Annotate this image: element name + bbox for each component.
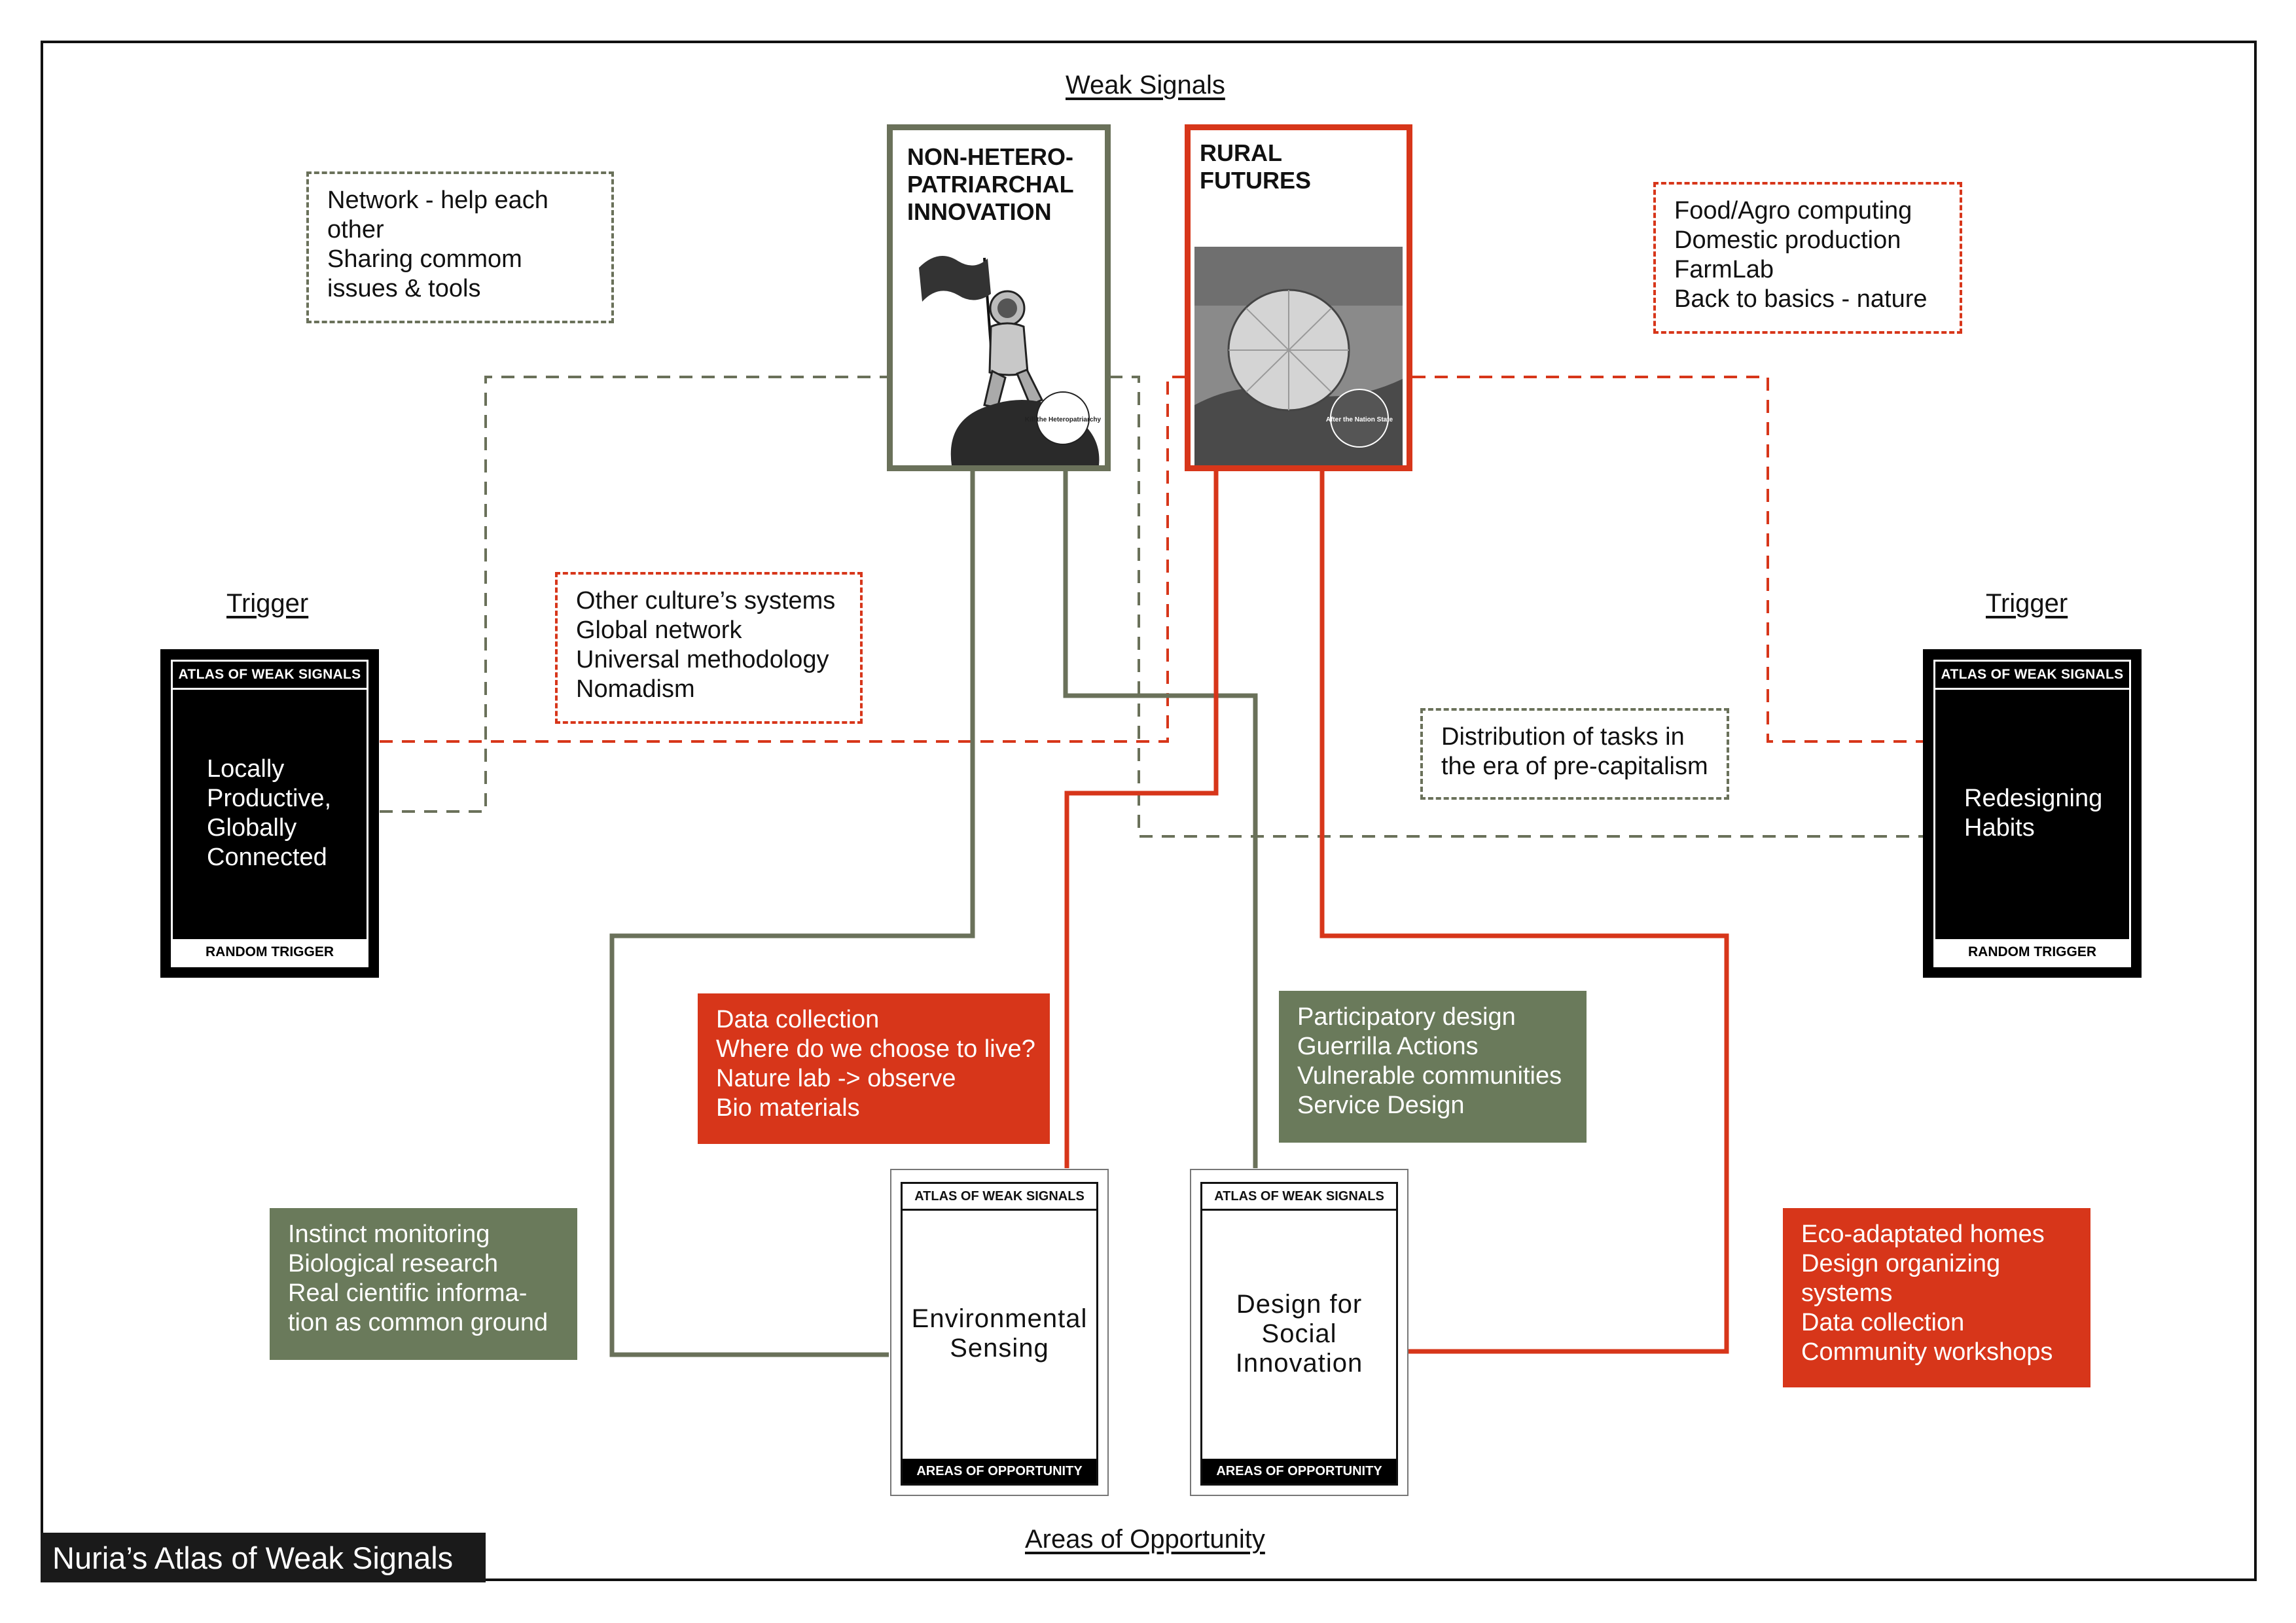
solid-link-red-social (1319, 471, 1729, 1354)
weak-signals-title: Weak Signals (1066, 71, 1225, 99)
card-body: Environmental Sensing (911, 1304, 1088, 1363)
card-body: Design for Social Innovation (1235, 1289, 1363, 1378)
weak-signal-card-non-hetero-patriarchal[interactable]: NON-HETERO- PATRIARCHAL INNOVATION Kill … (887, 124, 1111, 471)
note-participatory: Participatory design Guerrilla Actions V… (1279, 991, 1587, 1143)
card-header: ATLAS OF WEAK SIGNALS (903, 1184, 1096, 1211)
card-title: RURAL FUTURES (1200, 139, 1311, 194)
card-footer: RANDOM TRIGGER (1935, 939, 2129, 965)
note-food-agro: Food/Agro computing Domestic production … (1653, 182, 1962, 334)
note-eco-homes: Eco-adaptated homes Design organizing sy… (1783, 1208, 2090, 1387)
diagram-frame (41, 41, 2257, 1581)
trigger-card-redesigning-habits[interactable]: ATLAS OF WEAK SIGNALS Redesigning Habits… (1923, 649, 2142, 978)
note-data-collection: Data collection Where do we choose to li… (698, 993, 1050, 1144)
card-footer: AREAS OF OPPORTUNITY (1202, 1459, 1396, 1484)
areas-of-opportunity-title: Areas of Opportunity (1025, 1525, 1265, 1554)
card-header: ATLAS OF WEAK SIGNALS (1935, 662, 2129, 690)
svg-text:After the Nation State: After the Nation State (1326, 416, 1393, 423)
card-body: Locally Productive, Globally Connected (207, 755, 332, 871)
weak-signal-card-rural-futures[interactable]: RURAL FUTURES After the Nation State (1185, 124, 1412, 471)
dashed-link-red-right (1412, 376, 1923, 743)
card-footer: RANDOM TRIGGER (173, 939, 367, 965)
note-instinct: Instinct monitoring Biological research … (270, 1208, 577, 1360)
card-body: Redesigning Habits (1964, 785, 2103, 842)
atlas-title-label: Nuria’s Atlas of Weak Signals (41, 1533, 486, 1582)
trigger-card-locally-productive[interactable]: ATLAS OF WEAK SIGNALS Locally Productive… (160, 649, 379, 978)
geodesic-dome-illustration: After the Nation State (1194, 247, 1403, 465)
astronaut-flag-illustration: Kill the Heteropatriarchy (919, 256, 1102, 465)
trigger-title-left: Trigger (226, 589, 309, 618)
solid-link-red-env (1064, 471, 1219, 1168)
card-footer: AREAS OF OPPORTUNITY (903, 1459, 1096, 1484)
dashed-link-green-left (380, 376, 893, 813)
card-header: ATLAS OF WEAK SIGNALS (1202, 1184, 1396, 1211)
area-card-environmental-sensing[interactable]: ATLAS OF WEAK SIGNALS Environmental Sens… (890, 1169, 1109, 1496)
note-network: Network - help each other Sharing commom… (306, 171, 614, 323)
card-title: NON-HETERO- PATRIARCHAL INNOVATION (907, 143, 1074, 225)
svg-text:Kill the Heteropatriarchy: Kill the Heteropatriarchy (1025, 416, 1102, 423)
note-other-culture: Other culture’s systems Global network U… (555, 572, 863, 724)
solid-link-green-social (1063, 471, 1258, 1168)
note-distribution: Distribution of tasks in the era of pre-… (1420, 708, 1729, 800)
trigger-title-right: Trigger (1986, 589, 2068, 618)
area-card-design-for-social-innovation[interactable]: ATLAS OF WEAK SIGNALS Design for Social … (1190, 1169, 1408, 1496)
card-header: ATLAS OF WEAK SIGNALS (173, 662, 367, 690)
dashed-link-red-left (380, 376, 1190, 743)
solid-link-green-env (609, 471, 975, 1357)
dashed-link-green-right (1109, 376, 1923, 838)
